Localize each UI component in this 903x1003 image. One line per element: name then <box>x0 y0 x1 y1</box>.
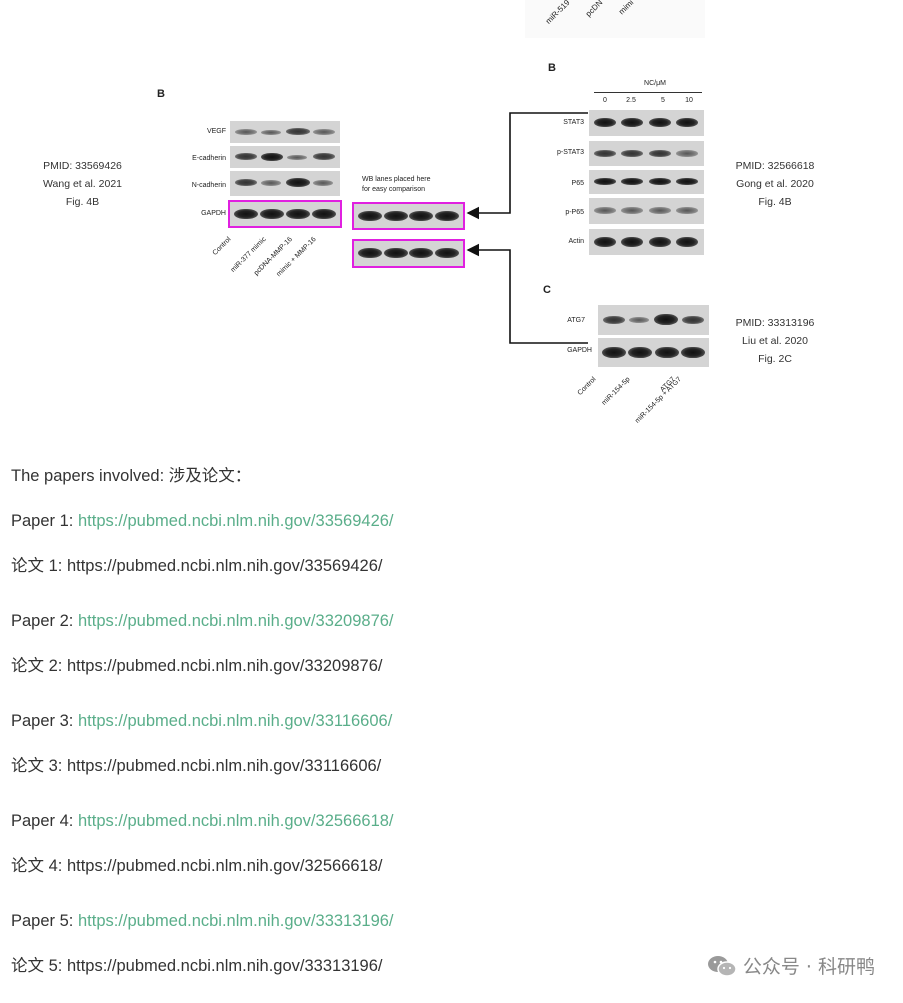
paper-link[interactable]: https://pubmed.ncbi.nlm.nih.gov/33313196… <box>77 912 394 930</box>
blot-row-gapdh <box>598 338 709 367</box>
author-text: Liu et al. 2020 <box>742 335 808 347</box>
composite-figure: miR-519 pcDN mimi B PMID: 33569426 Wang … <box>0 0 903 440</box>
lane-label: miR-154-5p + ATG7 <box>634 376 683 425</box>
paper-label: Paper 1: <box>11 512 78 530</box>
connector-arrows <box>466 112 588 344</box>
blot-row-actin <box>589 229 704 255</box>
blot-row-p65 <box>589 170 704 194</box>
paper-link[interactable]: https://pubmed.ncbi.nlm.nih.gov/33569426… <box>77 512 394 530</box>
watermark-text: 公众号 · 科研鸭 <box>742 956 875 978</box>
paper-line-en: Paper 3: https://pubmed.ncbi.nlm.nih.gov… <box>11 712 392 731</box>
paper-link[interactable]: https://pubmed.ncbi.nlm.nih.gov/33116606… <box>77 712 393 730</box>
watermark: 公众号 · 科研鸭 <box>707 952 875 979</box>
row-label: Actin <box>568 238 584 245</box>
paper-label: Paper 2: <box>11 612 78 630</box>
row-label: E-cadherin <box>192 155 226 162</box>
paper-line-en: Paper 5: https://pubmed.ncbi.nlm.nih.gov… <box>11 912 394 931</box>
blot-row-stat3 <box>589 110 704 136</box>
side-citation-right-bottom: PMID: 33313196 Liu et al. 2020 Fig. 2C <box>715 314 835 368</box>
intro-text: The papers involved: 涉及论文： <box>11 467 252 485</box>
paper-link[interactable]: https://pubmed.ncbi.nlm.nih.gov/33209876… <box>77 612 394 630</box>
author-text: Gong et al. 2020 <box>736 178 814 190</box>
panel-letter: B <box>548 62 556 74</box>
blot-row-p-stat3 <box>589 141 704 166</box>
panel-letter: B <box>157 88 165 100</box>
blot-row-vegf <box>230 121 340 143</box>
paper-url-text: https://pubmed.ncbi.nlm.nih.gov/33116606… <box>66 757 382 775</box>
comparison-lane-top <box>352 202 465 230</box>
fig-text: Fig. 4B <box>65 196 100 208</box>
paper-line-zh: 论文 3: https://pubmed.ncbi.nlm.nih.gov/33… <box>11 752 381 776</box>
side-citation-right-top: PMID: 32566618 Gong et al. 2020 Fig. 4B <box>715 157 835 211</box>
blot-row-n-cadherin <box>230 171 340 196</box>
paper-label: Paper 3: <box>11 712 78 730</box>
note-line: for easy comparison <box>362 186 426 193</box>
concentration-label: 10 <box>685 97 693 104</box>
fig-text: Fig. 2C <box>758 353 792 365</box>
paper-label: 论文 1: <box>11 557 67 575</box>
row-label: STAT3 <box>563 119 584 126</box>
concentration-label: 2.5 <box>626 97 636 104</box>
paper-url-text: https://pubmed.ncbi.nlm.nih.gov/33313196… <box>66 957 383 975</box>
paper-url-text: https://pubmed.ncbi.nlm.nih.gov/32566618… <box>66 857 383 875</box>
paper-line-zh: 论文 1: https://pubmed.ncbi.nlm.nih.gov/33… <box>11 552 382 576</box>
paper-label: 论文 3: <box>11 757 67 775</box>
side-citation-left: PMID: 33569426 Wang et al. 2021 Fig. 4B <box>20 157 145 211</box>
row-label: ATG7 <box>567 317 585 324</box>
lane-label: Control <box>576 376 598 397</box>
arrow-stat3-to-top-lane <box>466 112 588 220</box>
row-label: P65 <box>571 180 584 187</box>
concentration-label: 5 <box>661 97 665 104</box>
row-label: GAPDH <box>201 210 226 217</box>
wechat-icon <box>707 954 737 978</box>
paper-line-en: Paper 4: https://pubmed.ncbi.nlm.nih.gov… <box>11 812 394 831</box>
comparison-note: WB lanes placed here for easy comparison <box>362 175 430 195</box>
paper-label: 论文 5: <box>11 957 67 975</box>
paper-line-zh: 论文 4: https://pubmed.ncbi.nlm.nih.gov/32… <box>11 852 382 876</box>
row-label: p-P65 <box>565 209 584 216</box>
blot-row-gapdh-highlighted <box>228 200 342 228</box>
pmid-text: PMID: 32566618 <box>735 160 815 172</box>
top-fragment-panel <box>525 0 705 38</box>
row-label: VEGF <box>206 128 226 135</box>
blot-row-e-cadherin <box>230 146 340 168</box>
paper-label: Paper 4: <box>11 812 78 830</box>
paper-label: 论文 2: <box>11 657 67 675</box>
paper-line-zh: 论文 2: https://pubmed.ncbi.nlm.nih.gov/33… <box>11 652 382 676</box>
note-line: WB lanes placed here <box>362 176 431 183</box>
paper-label: Paper 5: <box>11 912 78 930</box>
author-text: Wang et al. 2021 <box>43 178 122 190</box>
paper-line-en: Paper 1: https://pubmed.ncbi.nlm.nih.gov… <box>11 512 394 531</box>
fig-text: Fig. 4B <box>758 196 792 208</box>
row-label: p-STAT3 <box>557 149 584 156</box>
header-rule <box>594 92 702 93</box>
concentration-header: NC/μM <box>644 80 666 87</box>
lane-label: miR-154-5p <box>600 376 632 407</box>
paper-url-text: https://pubmed.ncbi.nlm.nih.gov/33209876… <box>66 657 383 675</box>
paper-line-zh: 论文 5: https://pubmed.ncbi.nlm.nih.gov/33… <box>11 952 382 976</box>
pmid-text: PMID: 33313196 <box>735 317 815 329</box>
paper-url-text: https://pubmed.ncbi.nlm.nih.gov/33569426… <box>66 557 383 575</box>
arrow-gapdh-to-bottom-lane <box>466 243 588 344</box>
comparison-lane-bottom <box>352 239 465 268</box>
row-label: N-cadherin <box>191 182 226 189</box>
paper-line-en: Paper 2: https://pubmed.ncbi.nlm.nih.gov… <box>11 612 394 631</box>
lane-label: Control <box>211 236 233 257</box>
row-label: GAPDH <box>567 347 592 354</box>
blot-row-p-p65 <box>589 198 704 224</box>
paper-label: 论文 4: <box>11 857 67 875</box>
concentration-label: 0 <box>603 97 607 104</box>
pmid-text: PMID: 33569426 <box>43 160 122 172</box>
panel-letter: C <box>543 284 551 296</box>
paper-link[interactable]: https://pubmed.ncbi.nlm.nih.gov/32566618… <box>77 812 394 830</box>
blot-row-atg7 <box>598 305 709 335</box>
